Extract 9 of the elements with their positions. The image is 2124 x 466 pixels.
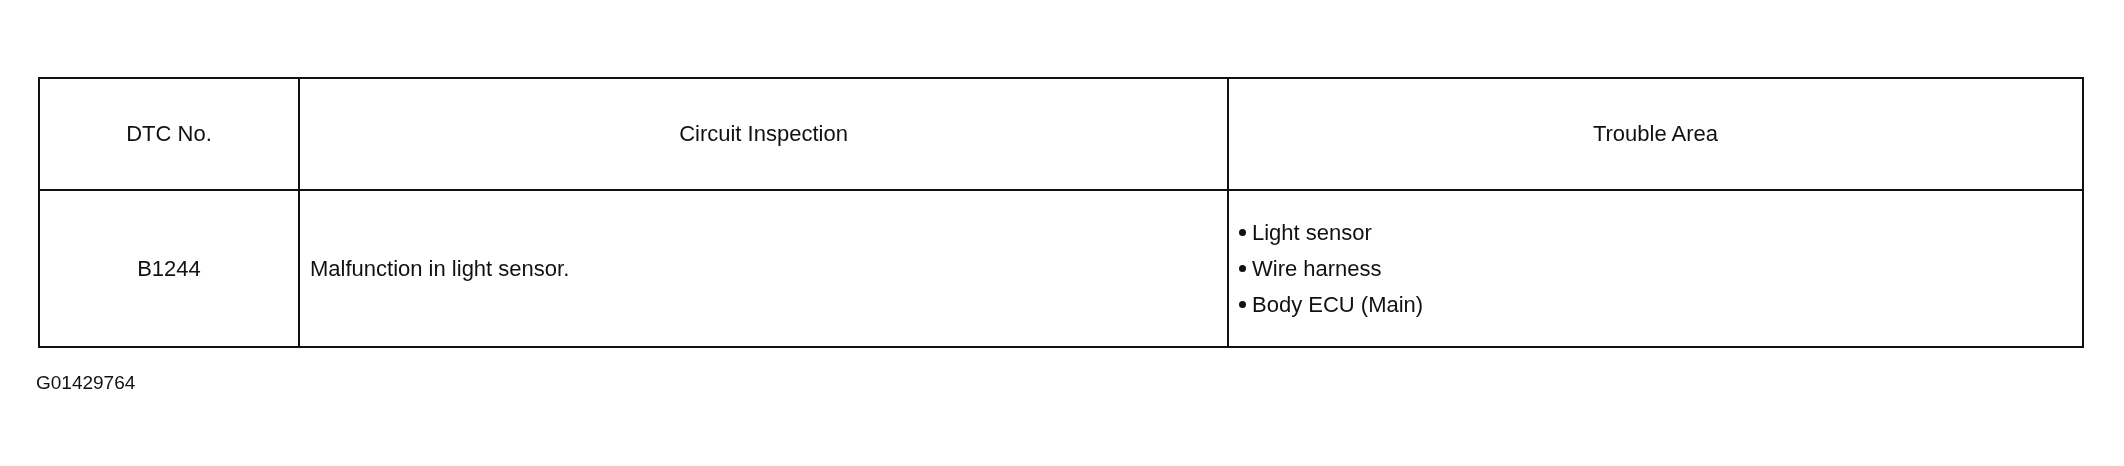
trouble-area-item: Body ECU (Main)	[1252, 291, 1424, 318]
trouble-area-item: Light sensor	[1252, 219, 1372, 246]
trouble-area-item: Wire harness	[1252, 255, 1382, 282]
dtc-code: B1244	[137, 255, 201, 281]
column-header: DTC No.	[126, 121, 212, 146]
column-header: Circuit Inspection	[679, 121, 848, 146]
inspection-text: Malfunction in light sensor.	[310, 255, 570, 281]
column-header: Trouble Area	[1592, 121, 1719, 146]
figure-id: G01429764	[36, 372, 136, 394]
